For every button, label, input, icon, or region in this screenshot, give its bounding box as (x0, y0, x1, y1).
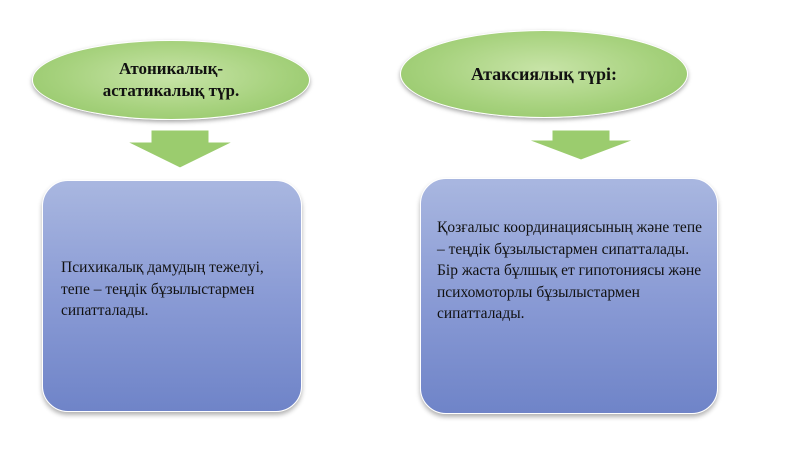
left-description-box: Психикалық дамудың тежелуі, тепе – теңді… (42, 180, 302, 412)
left-title: Атоникалық- астатикалық түр. (102, 59, 240, 100)
right-description: Қозғалыс координациясының және тепе – те… (437, 219, 702, 322)
down-arrow-icon (127, 130, 233, 168)
right-title-ellipse: Атаксиялық түрі: (400, 30, 688, 118)
left-description: Психикалық дамудың тежелуі, тепе – теңді… (61, 259, 264, 319)
left-title-ellipse: Атоникалық- астатикалық түр. (32, 40, 310, 120)
right-title: Атаксиялық түрі: (470, 63, 618, 84)
right-description-box: Қозғалыс координациясының және тепе – те… (420, 178, 718, 414)
down-arrow-icon (528, 130, 634, 160)
